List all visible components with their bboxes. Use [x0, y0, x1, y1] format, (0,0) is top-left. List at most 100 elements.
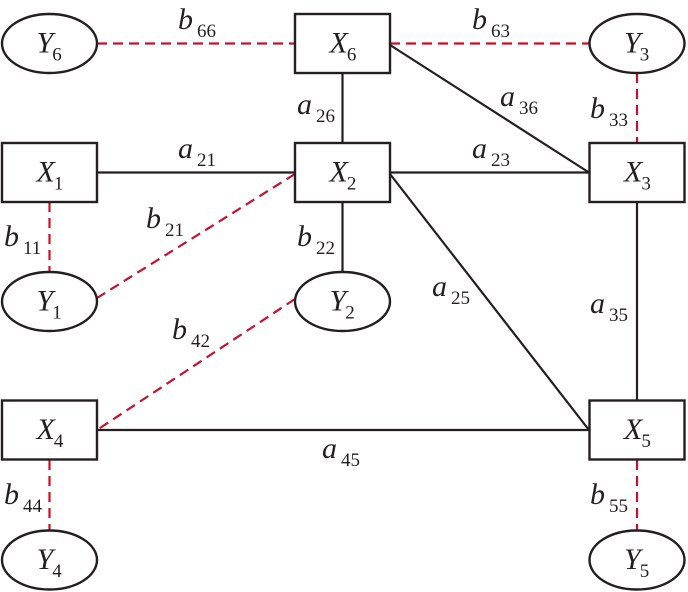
node-label-x3: X3 [623, 156, 651, 195]
node-label-x3-symbol: X [623, 156, 644, 189]
edge-label-a21-symbol: a [178, 132, 193, 165]
node-box [293, 141, 392, 204]
node-label-x6: X6 [329, 27, 357, 66]
edge-label-b11-subscript: 11 [23, 238, 41, 259]
node-x2: X2 [293, 141, 392, 204]
node-label-x2-symbol: X [329, 156, 350, 189]
node-label-y6-symbol: Y [37, 27, 57, 60]
node-label-y4-symbol: Y [37, 543, 57, 576]
edge-y2-x4 [96, 298, 296, 431]
edge-label-b63-subscript: 63 [491, 21, 510, 42]
node-label-y3-symbol: Y [624, 27, 644, 60]
node-label-y2-subscript: 2 [345, 303, 355, 324]
node-label-x5-symbol: X [623, 413, 644, 446]
node-y4: Y4 [0, 529, 99, 591]
edge-label-b22-symbol: b [297, 220, 312, 253]
node-x4: X4 [0, 399, 99, 461]
edge-x2-x5 [389, 173, 590, 431]
edge-label-a45-symbol: a [322, 432, 337, 465]
node-label-x1: X1 [36, 156, 64, 195]
node-label-x1-symbol: X [36, 156, 57, 189]
node-label-y2-symbol: Y [330, 285, 350, 318]
node-ellipse [588, 529, 686, 591]
edge-label-a25-symbol: a [432, 270, 447, 303]
edge-label-b22-subscript: 22 [316, 238, 335, 259]
node-ellipse [0, 270, 99, 333]
edge-label-b11-symbol: b [4, 220, 19, 253]
edge-label-b33-symbol: b [590, 92, 605, 125]
edge-label-a45-subscript: 45 [341, 450, 360, 471]
node-x3: X3 [588, 141, 686, 204]
node-label-x2: X2 [329, 156, 357, 195]
node-ellipse [293, 270, 392, 333]
edge-label-b66-symbol: b [178, 3, 193, 36]
edges-layer [48, 42, 639, 530]
node-label-x4-symbol: X [36, 413, 57, 446]
edge-label-b63-symbol: b [472, 3, 487, 36]
edge-x6-x3 [389, 44, 590, 174]
edge-label-a26-subscript: 26 [316, 106, 335, 127]
node-label-y5-subscript: 5 [640, 561, 650, 582]
node-label-x4: X4 [36, 413, 64, 452]
edge-label-b55-symbol: b [590, 478, 605, 511]
node-x6: X6 [293, 12, 392, 75]
edge-label-b44-symbol: b [4, 478, 19, 511]
node-label-y3: Y3 [624, 27, 649, 66]
node-label-x5: X5 [623, 413, 651, 452]
node-y1: Y1 [0, 270, 99, 333]
node-label-x4-subscript: 4 [54, 431, 64, 452]
node-label-y3-subscript: 3 [640, 45, 650, 66]
node-label-y4-subscript: 4 [52, 561, 62, 582]
edge-label-b21-symbol: b [146, 202, 161, 235]
node-y2: Y2 [293, 270, 392, 333]
node-ellipse [0, 529, 99, 591]
edge-x2-y1 [96, 173, 296, 299]
node-box [588, 141, 686, 204]
node-label-y5: Y5 [624, 543, 649, 582]
node-x1: X1 [0, 141, 99, 204]
edge-label-a25-subscript: 25 [451, 288, 470, 309]
edge-label-b42-subscript: 42 [191, 331, 210, 352]
node-label-y4: Y4 [37, 543, 63, 582]
edge-label-a26-symbol: a [297, 88, 312, 121]
node-y3: Y3 [588, 12, 686, 75]
node-box [0, 141, 99, 204]
edge-label-b21-subscript: 21 [165, 220, 184, 241]
node-x5: X5 [588, 399, 686, 461]
edge-label-b55-subscript: 55 [609, 496, 628, 517]
node-label-x6-subscript: 6 [347, 45, 357, 66]
node-label-y1-subscript: 1 [52, 303, 62, 324]
edge-label-a35-subscript: 35 [609, 305, 628, 326]
edge-label-b66-subscript: 66 [197, 21, 216, 42]
edge-label-a35-symbol: a [590, 287, 605, 320]
node-y6: Y6 [0, 12, 99, 75]
edge-label-b42-symbol: b [172, 313, 187, 346]
node-ellipse [588, 12, 686, 75]
node-label-x1-subscript: 1 [54, 174, 64, 195]
node-label-x3-subscript: 3 [641, 174, 651, 195]
node-box [588, 399, 686, 461]
node-ellipse [0, 12, 99, 75]
node-label-y6: Y6 [37, 27, 62, 66]
node-label-x5-subscript: 5 [641, 431, 651, 452]
node-label-y1-symbol: Y [37, 285, 57, 318]
node-label-y6-subscript: 6 [52, 45, 62, 66]
node-box [0, 399, 99, 461]
